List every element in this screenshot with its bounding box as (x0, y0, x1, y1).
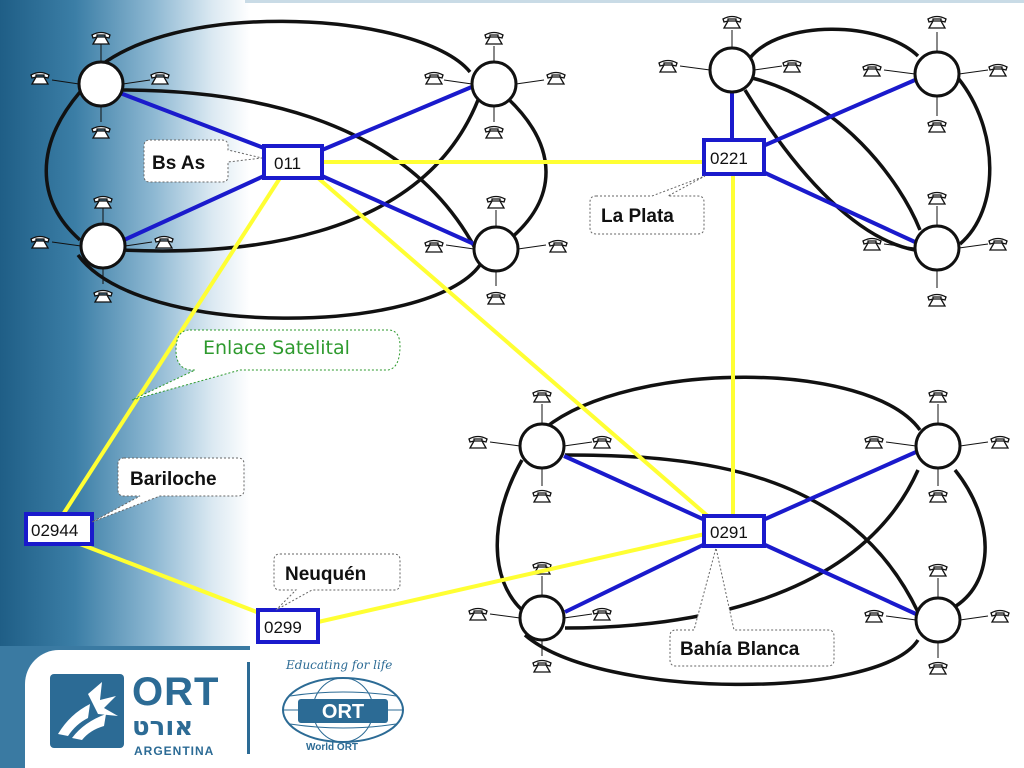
exchange-bariloche: 02944 (24, 512, 94, 546)
callout-bahia-blanca: Bahía Blanca (669, 547, 835, 667)
callout-bs-as: Bs As (143, 139, 263, 183)
world-ort-logo: Educating for life ORT World ORT (268, 656, 418, 762)
ort-logo-icon (50, 674, 124, 748)
footer-panel (25, 650, 1024, 768)
ort-argentina-logo: ORT אורט ARGENTINA (50, 668, 250, 760)
ort-country-label: ARGENTINA (134, 744, 215, 758)
exchange-bs-as: 011 (262, 144, 324, 180)
exchange-code-bariloche: 02944 (31, 521, 78, 540)
exchange-code-bahia-blanca: 0291 (710, 523, 748, 542)
exchange-neuquen: 0299 (256, 608, 320, 644)
exchange-code-neuquen: 0299 (264, 618, 302, 637)
cluster-la-plata (658, 15, 1008, 307)
callout-bariloche: Bariloche (91, 457, 245, 523)
footer-divider (247, 662, 250, 754)
callout-label-bs-as: Bs As (152, 153, 205, 174)
exchange-code-la-plata: 0221 (710, 149, 748, 168)
world-ort-name: World ORT (306, 742, 359, 753)
cluster-bs-as (30, 19, 568, 320)
exchange-code-bs-as: 011 (274, 154, 301, 173)
callout-label-la-plata: La Plata (601, 206, 674, 227)
callout-la-plata: La Plata (589, 175, 706, 235)
ort-hebrew-wordmark: אורט (132, 712, 194, 742)
telephone-icon (30, 31, 568, 305)
exchange-la-plata: 0221 (702, 138, 766, 176)
world-ort-globe-text: ORT (322, 701, 364, 723)
callout-label-bahia-blanca: Bahía Blanca (680, 639, 800, 660)
trunk-links (60, 160, 735, 624)
exchange-bahia-blanca: 0291 (702, 514, 766, 548)
telephone-icon (468, 389, 1010, 675)
callout-satellite: Enlace Satelital (131, 329, 401, 401)
ort-wordmark: ORT (132, 670, 220, 714)
callout-neuquen: Neuquén (273, 553, 401, 611)
callout-label-neuquen: Neuquén (285, 564, 366, 585)
telephone-icon (658, 15, 1008, 307)
world-ort-globe-icon: ORT (282, 677, 404, 743)
callout-label-bariloche: Bariloche (130, 469, 217, 490)
top-strip (245, 0, 1024, 3)
cluster-bahia-blanca (468, 375, 1010, 687)
callout-label-satellite: Enlace Satelital (203, 337, 350, 359)
world-ort-tagline: Educating for life (286, 658, 393, 672)
